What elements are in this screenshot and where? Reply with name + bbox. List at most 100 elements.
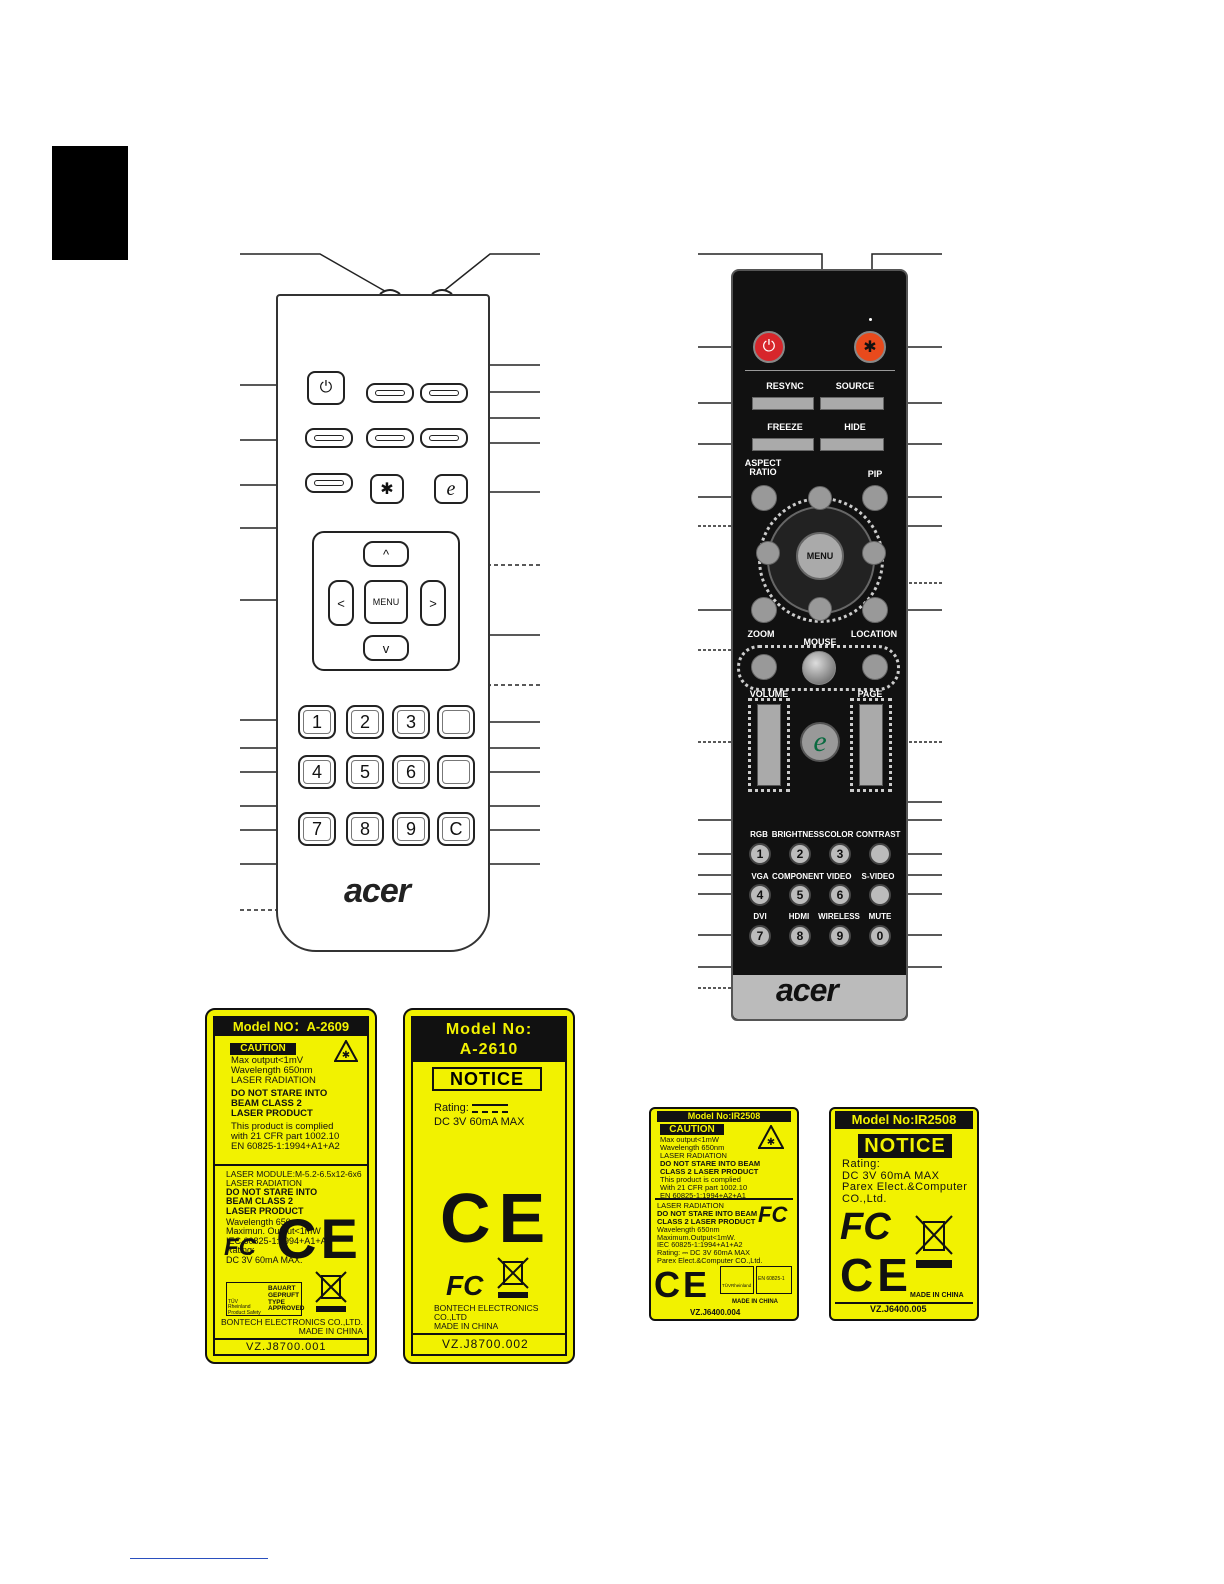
freeze-button[interactable] [305, 428, 353, 448]
empowering-key[interactable]: e [434, 474, 468, 504]
mouse-pad[interactable] [802, 651, 836, 685]
laser-icon[interactable]: ✱ [370, 474, 404, 504]
s-video-button[interactable] [869, 884, 891, 906]
zoom-label: ZOOM [747, 629, 775, 639]
key-5[interactable]: 5 [789, 884, 811, 906]
en-mark [756, 1266, 792, 1294]
key-3[interactable]: 3 [829, 843, 851, 865]
made-in-text: MADE IN CHINA [732, 1299, 778, 1305]
freeze-label: FREEZE [767, 422, 803, 432]
resync-button[interactable] [752, 397, 814, 410]
key-3[interactable]: 3 [392, 705, 430, 739]
source-button[interactable] [820, 397, 884, 410]
brightness-label: BRIGHTNESS [771, 830, 825, 839]
source-button[interactable] [420, 383, 468, 403]
location-label: LOCATION [850, 629, 898, 639]
divider [745, 370, 895, 371]
ce-mark: CE [440, 1179, 554, 1257]
page-rocker[interactable] [859, 704, 883, 786]
divider [413, 1333, 565, 1335]
contrast-label: CONTRAST [856, 830, 901, 839]
key-5[interactable]: 5 [346, 755, 384, 789]
down-arrow-button[interactable]: v [363, 635, 409, 661]
vga-label: VGA [751, 872, 769, 881]
left-icon[interactable] [756, 541, 780, 565]
up-arrow-button[interactable]: ^ [363, 541, 409, 567]
resync-label: RESYNC [766, 381, 804, 391]
key-8[interactable]: 8 [346, 812, 384, 846]
fcc-mark: FC [224, 1234, 256, 1261]
made-in-text: MADE IN CHINA [910, 1292, 964, 1299]
section-tab [52, 146, 128, 260]
part-number: VZ.J6400.005 [870, 1304, 927, 1314]
key-4[interactable]: 4 [298, 755, 336, 789]
tuv-mark [720, 1266, 754, 1294]
volume-label: VOLUME [749, 689, 789, 699]
key-1[interactable]: 1 [298, 705, 336, 739]
key-8[interactable]: 8 [789, 925, 811, 947]
caution-header: CAUTION [660, 1124, 724, 1135]
mouse-label: MOUSE [803, 637, 837, 647]
key-4[interactable]: 4 [749, 884, 771, 906]
ce-mark: CE [654, 1264, 711, 1305]
key-7[interactable]: 7 [749, 925, 771, 947]
power-icon[interactable]: ⏻ [307, 371, 345, 405]
aspect-button[interactable] [420, 428, 468, 448]
blank-key-top[interactable] [437, 705, 475, 739]
location-button[interactable] [862, 597, 888, 623]
page-group [850, 698, 892, 792]
contrast-button[interactable] [869, 843, 891, 865]
up-keystone-icon[interactable] [808, 486, 832, 510]
menu-button[interactable]: MENU [364, 580, 408, 624]
volume-rocker[interactable] [757, 704, 781, 786]
mouse-right-icon[interactable] [862, 654, 888, 680]
key-9[interactable]: 9 [829, 925, 851, 947]
key-6[interactable]: 6 [829, 884, 851, 906]
mouse-left-icon[interactable] [751, 654, 777, 680]
key-c[interactable]: C [437, 812, 475, 846]
power-icon[interactable]: ⏻ [753, 331, 785, 363]
key-6[interactable]: 6 [392, 755, 430, 789]
key-7[interactable]: 7 [298, 812, 336, 846]
laser-icon[interactable]: ✱ [854, 331, 886, 363]
volume-group [748, 698, 790, 792]
menu-button[interactable]: MENU [796, 532, 844, 580]
key-0[interactable]: 0 [869, 925, 891, 947]
wireless-label: WIRELESS [818, 912, 860, 921]
source-label: SOURCE [835, 381, 875, 391]
keystone-button[interactable] [305, 473, 353, 493]
pip-button[interactable] [862, 485, 888, 511]
svg-text:✱: ✱ [342, 1050, 350, 1061]
freeze-button[interactable] [752, 438, 814, 451]
zoom-button[interactable] [751, 597, 777, 623]
s-video-label: S-VIDEO [861, 872, 895, 881]
down-keystone-icon[interactable] [808, 597, 832, 621]
hide-button[interactable] [820, 438, 884, 451]
hide-button[interactable] [366, 428, 414, 448]
key-1[interactable]: 1 [749, 843, 771, 865]
fcc-mark: FC [840, 1206, 891, 1248]
left-arrow-button[interactable]: < [328, 580, 354, 626]
aspect-ratio-label: ASPECT RATIO [744, 458, 782, 478]
resync-button[interactable] [366, 383, 414, 403]
blank-key-bottom[interactable] [437, 755, 475, 789]
footer-rule [130, 1558, 268, 1559]
aspect-ratio-button[interactable] [751, 485, 777, 511]
key-9[interactable]: 9 [392, 812, 430, 846]
empowering-key[interactable]: e [800, 722, 840, 762]
divider [655, 1198, 793, 1200]
right-icon[interactable] [862, 541, 886, 565]
notice-box: NOTICE [432, 1067, 542, 1091]
key-2[interactable]: 2 [346, 705, 384, 739]
right-arrow-button[interactable]: > [420, 580, 446, 626]
key-2[interactable]: 2 [789, 843, 811, 865]
dc-text: DC 3V 60mA MAX [434, 1116, 525, 1128]
